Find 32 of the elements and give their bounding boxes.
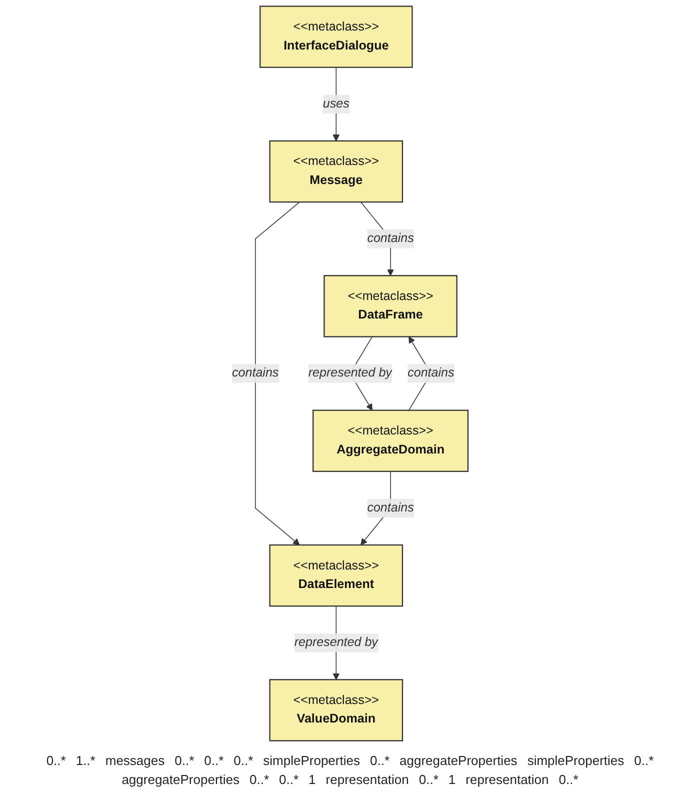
edge-label: contains — [408, 366, 454, 380]
node-box: <<metaclass>> DataElement — [269, 544, 404, 607]
node-box: <<metaclass>> Message — [269, 140, 404, 203]
multiplicity-label: 0..* — [634, 753, 654, 768]
multiplicity-label: representation — [326, 772, 409, 787]
edge-label: uses — [322, 97, 350, 110]
edge-label: contains — [232, 366, 279, 380]
multiplicity-label: 0..* — [250, 772, 270, 787]
multiplicity-label: 1 — [308, 772, 316, 787]
multiplicity-label: 0..* — [46, 753, 66, 768]
multiplicity-label: 0..* — [279, 772, 299, 787]
multiplicity-label: 1..* — [76, 753, 96, 768]
multiplicity-label: 0..* — [370, 753, 390, 768]
multiplicity-label: 0..* — [174, 753, 194, 768]
arrow — [254, 202, 300, 546]
edge-label: contains — [367, 232, 414, 246]
node-box: <<metaclass>> AggregateDomain — [312, 410, 469, 472]
multiplicity-label: 0..* — [558, 772, 578, 787]
multiplicity-label: 1 — [448, 772, 456, 787]
multiplicity-label: aggregateProperties — [122, 772, 240, 787]
multiplicity-label: representation — [466, 772, 549, 787]
multiplicity-label: aggregateProperties — [400, 753, 518, 768]
multiplicity-label: simpleProperties — [527, 753, 624, 768]
node-box: <<metaclass>> ValueDomain — [269, 679, 404, 742]
edge-label: contains — [367, 501, 414, 514]
node-box: <<metaclass>> DataFrame — [324, 275, 458, 338]
multiplicity-label: 0..* — [234, 753, 254, 768]
multiplicity-label: simpleProperties — [263, 753, 360, 768]
multiplicity-label: 0..* — [418, 772, 438, 787]
node-box: <<metaclass>> InterfaceDialogue — [260, 6, 413, 68]
multiplicity-label: messages — [105, 753, 165, 768]
multiplicity-label: 0..* — [204, 753, 224, 768]
